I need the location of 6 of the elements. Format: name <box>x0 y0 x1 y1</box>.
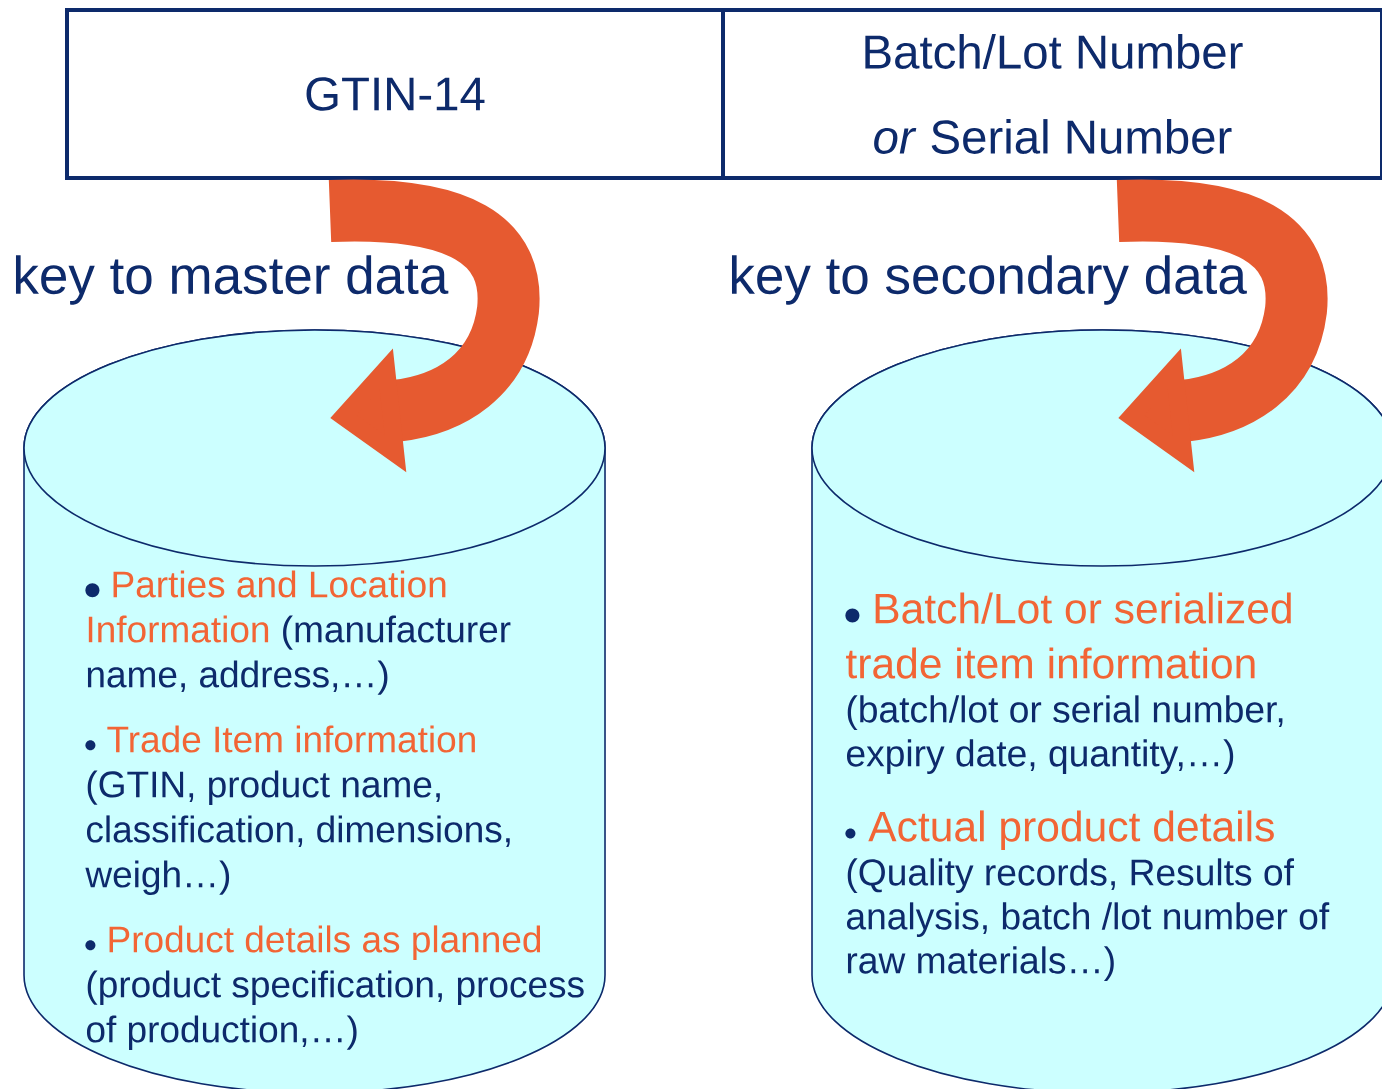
edge-label: key to master data <box>16 255 449 305</box>
database-cylinder: Batch/Lot or serialized trade item information (batch/lot or serial number, expiry date, quantity,…) Actual product details (Quality records, Results of analysis, batch /lot number of raw materials…) <box>811 329 1382 1089</box>
edge-label: key to secondary data <box>732 255 1247 305</box>
table-cell: GTIN-14 <box>65 8 725 180</box>
database-cylinder: Parties and Location Information (manufacturer name, address,…) Trade Item information (GTIN, product name, classification, dimensions, weigh…) Product details as planned (product specification, process of production,…) <box>23 329 606 1089</box>
table-cell: Batch/Lot Number or Serial Number <box>721 8 1382 180</box>
